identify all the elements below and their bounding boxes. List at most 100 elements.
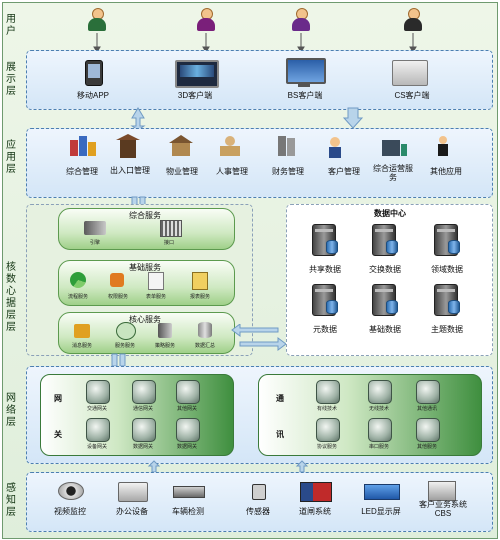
datacenter-item-label: 主题数据 — [431, 325, 463, 334]
display-item-label: CS客户端 — [394, 91, 430, 100]
property-management-icon — [169, 135, 193, 156]
gateway-item-label: 其他网关 — [176, 406, 197, 412]
datacenter-title: 数据中心 — [374, 209, 406, 218]
gateway-label: 网 — [54, 394, 62, 403]
comm-device-icon — [316, 418, 340, 442]
comm-device-icon — [368, 418, 392, 442]
comm-item-label: 其他通讯 — [416, 406, 437, 412]
sensing-item-label: 车辆检测 — [172, 507, 204, 516]
app-layer-band — [26, 128, 493, 198]
app-icons — [70, 134, 448, 158]
cs-client-computer-icon — [392, 60, 428, 86]
user-icon — [86, 8, 108, 32]
database-icon — [448, 300, 460, 314]
engine-icon — [84, 221, 106, 235]
gateway-item-label: 数据网关 — [176, 444, 197, 450]
vehicle-detector-icon — [173, 486, 205, 498]
hr-management-icon — [220, 136, 240, 156]
database-icon — [386, 300, 398, 314]
customer-management-icon — [329, 137, 341, 158]
gateway-device-icon — [86, 380, 110, 404]
user-icon — [195, 8, 217, 32]
gateway-item-label: 交通网关 — [86, 406, 107, 412]
datacenter-item-label: 元数据 — [313, 325, 337, 334]
recycle-icon — [70, 272, 86, 288]
datacenter-item-label: 交换数据 — [369, 265, 401, 274]
gateway-item-label: 通信网关 — [132, 406, 153, 412]
comm-item-label: 串口服务 — [368, 444, 389, 450]
sensor-icon — [252, 484, 266, 500]
comm-device-icon — [316, 380, 340, 404]
app-item-label: 出入口管理 — [110, 166, 150, 175]
user-connectors — [93, 33, 417, 53]
kernel-item-label: 策略服务 — [154, 343, 175, 349]
datacenter-item-label: 领域数据 — [431, 265, 463, 274]
gateway-item-label: 数据网关 — [132, 444, 153, 450]
form-icon — [148, 272, 164, 290]
communication-label: 讯 — [276, 430, 284, 439]
layer-label-display: 展示层 — [6, 62, 16, 97]
3d-client-screen-icon — [175, 60, 219, 88]
app-item-label: 财务管理 — [272, 167, 304, 176]
data-summary-icon — [198, 322, 212, 338]
sensing-item-label: 视频监控 — [54, 507, 86, 516]
app-item-label: 客户管理 — [328, 167, 360, 176]
basic-service-title: 基础服务 — [129, 263, 161, 272]
permission-icon — [110, 273, 124, 287]
basic-item-label: 权限服务 — [107, 294, 128, 300]
gateway-device-icon — [132, 418, 156, 442]
composite-management-icon — [70, 136, 96, 156]
layer-label-user: 用户 — [6, 14, 16, 37]
display-item-label: BS客户端 — [287, 91, 323, 100]
sensing-item-label: 道闸系统 — [299, 507, 331, 516]
display-item-label: 3D客户端 — [177, 91, 213, 100]
kernel-item-label: 数据汇总 — [194, 343, 215, 349]
display-item-label: 移动APP — [76, 91, 109, 100]
barrier-gate-icon — [300, 482, 332, 502]
strategy-service-icon — [158, 323, 172, 338]
database-icon — [326, 300, 338, 314]
app-item-label: 物业管理 — [166, 167, 198, 176]
database-icon — [326, 240, 338, 254]
led-display-icon — [364, 484, 400, 500]
gateway-item-label: 设备网关 — [86, 444, 107, 450]
gateway-label: 关 — [54, 430, 62, 439]
report-icon — [192, 272, 208, 290]
finance-management-icon — [278, 136, 295, 156]
gateway-device-icon — [176, 418, 200, 442]
layer-label-network: 网络层 — [6, 393, 16, 428]
app-item-label: 其他应用 — [430, 167, 462, 176]
layer-label-core: 核数心据层层 — [6, 262, 16, 333]
user-icon — [290, 8, 312, 32]
comm-item-label: 其他服务 — [416, 444, 437, 450]
communication-label: 通 — [276, 394, 284, 403]
comm-item-label: 有线技术 — [316, 406, 337, 412]
comm-item-label: 协议服务 — [316, 444, 337, 450]
sensing-network-arrows — [147, 460, 309, 473]
datacenter-item-label: 共享数据 — [309, 265, 341, 274]
database-icon — [448, 240, 460, 254]
gate-management-icon — [116, 134, 140, 158]
comm-device-icon — [416, 380, 440, 404]
core-datacenter-arrows — [231, 324, 287, 351]
datacenter-item-label: 基础数据 — [369, 325, 401, 334]
sensing-item-label: 办公设备 — [116, 507, 148, 516]
kernel-service-title: 核心服务 — [129, 315, 161, 324]
sensing-item-label: 客户业务系统CBS — [419, 500, 467, 518]
basic-item-label: 流程服务 — [67, 294, 88, 300]
sensing-item-label: 传感器 — [246, 507, 270, 516]
gateway-device-icon — [86, 418, 110, 442]
printer-icon — [118, 482, 148, 502]
basic-item-label: 报表服务 — [189, 294, 210, 300]
composite-item-label: 接口 — [163, 240, 174, 246]
layer-label-sensing: 感知层 — [6, 483, 16, 518]
kernel-item-label: 服务服务 — [114, 343, 135, 349]
sensing-layer-band — [26, 472, 493, 532]
mobile-phone-icon — [85, 60, 103, 86]
layer-label-app: 应用层 — [6, 140, 16, 175]
kernel-item-label: 消息服务 — [71, 343, 92, 349]
camera-icon — [58, 482, 84, 500]
bs-client-monitor-stand — [298, 83, 310, 87]
database-icon — [386, 240, 398, 254]
comm-device-icon — [416, 418, 440, 442]
